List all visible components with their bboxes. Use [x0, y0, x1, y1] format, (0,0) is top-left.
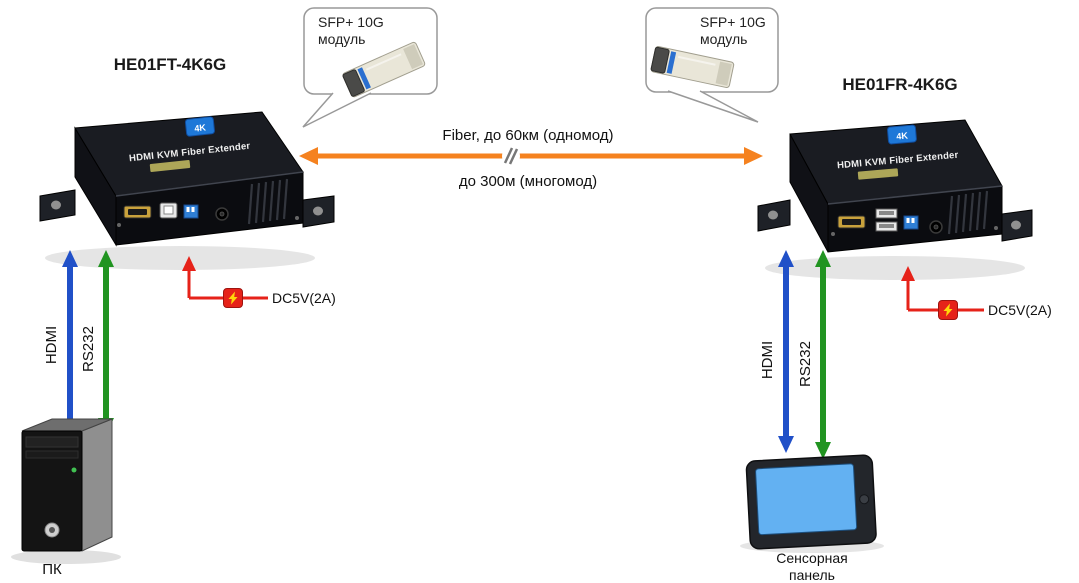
touch-panel	[740, 454, 884, 553]
sfp-left-line2: модуль	[318, 31, 365, 47]
sfp-module-icon	[650, 46, 735, 89]
device-shadow	[45, 246, 315, 270]
pc-power-button-center	[49, 527, 55, 533]
left-hdmi-link	[62, 250, 78, 436]
sfp-right-line2: модуль	[700, 31, 747, 47]
vent-grille	[947, 190, 989, 235]
mount-hole	[51, 200, 61, 210]
edge-highlight	[115, 171, 304, 197]
pc-shadow	[11, 550, 121, 564]
fiber-label-bottom: до 300м (многомод)	[459, 173, 597, 190]
device-4k-badge: 4K	[887, 124, 917, 145]
device-shadow	[765, 256, 1025, 280]
lightning-icon	[943, 303, 953, 317]
pc-side-face	[81, 418, 113, 552]
screw	[994, 226, 998, 230]
sfp-right-line1: SFP+ 10G	[700, 14, 766, 30]
mount-hole	[768, 210, 778, 220]
right-rs232-label: RS232	[797, 341, 814, 387]
left-power-label: DC5V(2A)	[272, 290, 336, 306]
sfp-module-icon	[342, 41, 426, 98]
receiver-title: HE01FR-4K6G	[842, 75, 957, 94]
fiber-arrowhead-left	[299, 147, 318, 165]
right-power-label: DC5V(2A)	[988, 302, 1052, 318]
right-hdmi-label: HDMI	[759, 341, 776, 379]
screw	[117, 223, 121, 227]
lightning-icon	[228, 291, 238, 305]
mount-hole	[313, 206, 323, 216]
svg-text:4K: 4K	[194, 122, 207, 133]
svg-text:4K: 4K	[896, 130, 909, 141]
fiber-link: Fiber, до 60км (одномод) до 300м (многом…	[299, 127, 763, 190]
pc-front-face	[21, 430, 83, 552]
fiber-arrowhead-right	[744, 147, 763, 165]
mount-hole	[1011, 220, 1021, 230]
edge-highlight	[827, 185, 1003, 205]
usb-a-ports	[875, 208, 898, 232]
left-power-feed: DC5V(2A)	[182, 256, 336, 308]
pc-drive-bay	[25, 450, 79, 459]
panel-screen	[755, 463, 858, 536]
fiber-label-top: Fiber, до 60км (одномод)	[442, 127, 613, 144]
pc-power-led	[71, 467, 77, 473]
pc-drive-bay	[25, 436, 79, 448]
vent-grille	[247, 178, 289, 225]
power-arrowhead	[182, 256, 196, 271]
hdmi-port	[837, 215, 866, 229]
device-4k-badge: 4K	[184, 116, 215, 137]
power-plug-icon	[223, 288, 243, 308]
sfp-callout-left: SFP+ 10G модуль	[302, 7, 438, 128]
dip-switch	[903, 215, 919, 230]
panel-label-line1: Сенсорная	[776, 550, 847, 566]
pc-label: ПК	[42, 561, 62, 578]
transmitter-device: 4K HDMI KVM Fiber Extender	[39, 111, 335, 270]
power-arrowhead	[901, 266, 915, 281]
power-plug-icon	[938, 300, 958, 320]
dc-jack	[215, 207, 229, 221]
screw	[295, 216, 299, 220]
left-rs232-link	[98, 250, 114, 435]
panel-home-button	[859, 494, 870, 505]
right-power-feed: DC5V(2A)	[901, 266, 1052, 320]
right-hdmi-link	[778, 250, 794, 453]
device-sub-label-tag	[149, 160, 191, 172]
right-rs232-link	[815, 250, 831, 459]
left-rs232-label: RS232	[80, 326, 97, 372]
dc-jack	[929, 220, 943, 234]
screw	[831, 232, 835, 236]
left-hdmi-label: HDMI	[43, 326, 60, 364]
panel-label-line2: панель	[789, 567, 835, 583]
receiver-device: 4K HDMI KVM Fiber Extender	[757, 119, 1033, 280]
fiber-break-icon	[502, 147, 520, 165]
dip-switch	[183, 204, 199, 219]
pc-tower	[11, 418, 121, 564]
hdmi-port	[123, 205, 152, 219]
transmitter-title: HE01FT-4K6G	[114, 55, 226, 74]
sfp-callout-right: SFP+ 10G модуль	[645, 7, 779, 123]
callout-tail	[302, 92, 372, 128]
device-sub-label-tag	[857, 168, 899, 180]
callout-tail	[667, 90, 759, 123]
usb-b-port	[159, 202, 178, 219]
sfp-left-line1: SFP+ 10G	[318, 14, 384, 30]
